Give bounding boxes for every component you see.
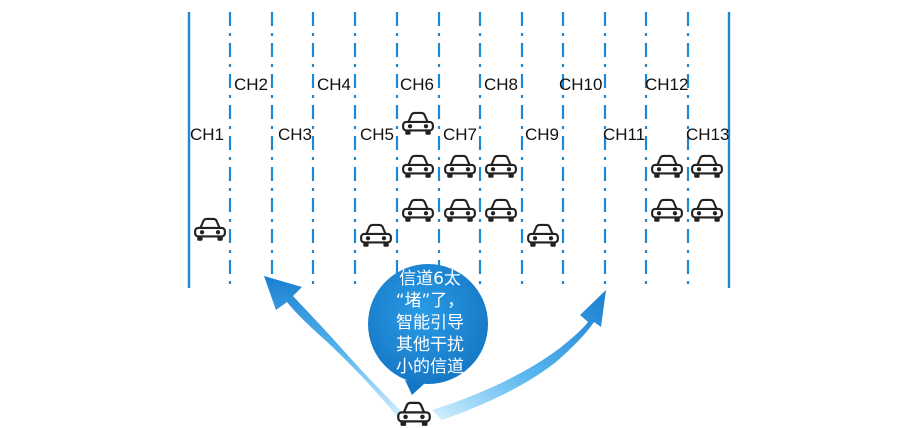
car-icon — [527, 223, 559, 248]
right-arrow-icon — [432, 290, 606, 420]
callout-text: 信道6太 “堵”了， 智能引导 其他干扰 小的信道 — [380, 268, 480, 378]
channel-label-ch11: CH11 — [603, 125, 646, 144]
car-icon — [651, 154, 683, 179]
car-icon — [402, 111, 434, 136]
callout-line: “堵”了， — [395, 291, 465, 311]
callout-line: 信道6太 — [399, 269, 461, 289]
car-icon — [194, 217, 226, 242]
channel-label-ch10: CH10 — [559, 75, 603, 94]
callout-line: 其他干扰 — [396, 335, 464, 355]
car-icon — [485, 198, 517, 223]
car-icon — [691, 198, 723, 223]
car-icon — [444, 198, 476, 223]
channel-label-ch1: CH1 — [190, 125, 225, 144]
car-icon — [360, 223, 392, 248]
car-icon — [444, 154, 476, 179]
channel-label-ch12: CH12 — [645, 75, 689, 94]
callout-line: 小的信道 — [396, 357, 464, 377]
callout-bubble — [368, 264, 488, 384]
channel-label-ch3: CH3 — [278, 125, 313, 144]
channel-label-ch5: CH5 — [360, 125, 395, 144]
channel-label-ch7: CH7 — [443, 125, 478, 144]
channel-label-ch4: CH4 — [317, 75, 352, 94]
channel-label-ch6: CH6 — [400, 75, 435, 94]
car-icon — [402, 198, 434, 223]
callout-line: 智能引导 — [396, 313, 464, 333]
channel-label-ch9: CH9 — [525, 125, 560, 144]
lane-lines — [187, 12, 731, 288]
car-icon — [651, 198, 683, 223]
car-icon — [691, 154, 723, 179]
car-icon — [402, 154, 434, 179]
channel-label-ch8: CH8 — [484, 75, 519, 94]
left-arrow-icon — [264, 276, 408, 418]
channel-label-ch13: CH13 — [686, 125, 730, 144]
car-icon — [485, 154, 517, 179]
source-car-icon — [397, 401, 431, 427]
channel-label-ch2: CH2 — [234, 75, 269, 94]
